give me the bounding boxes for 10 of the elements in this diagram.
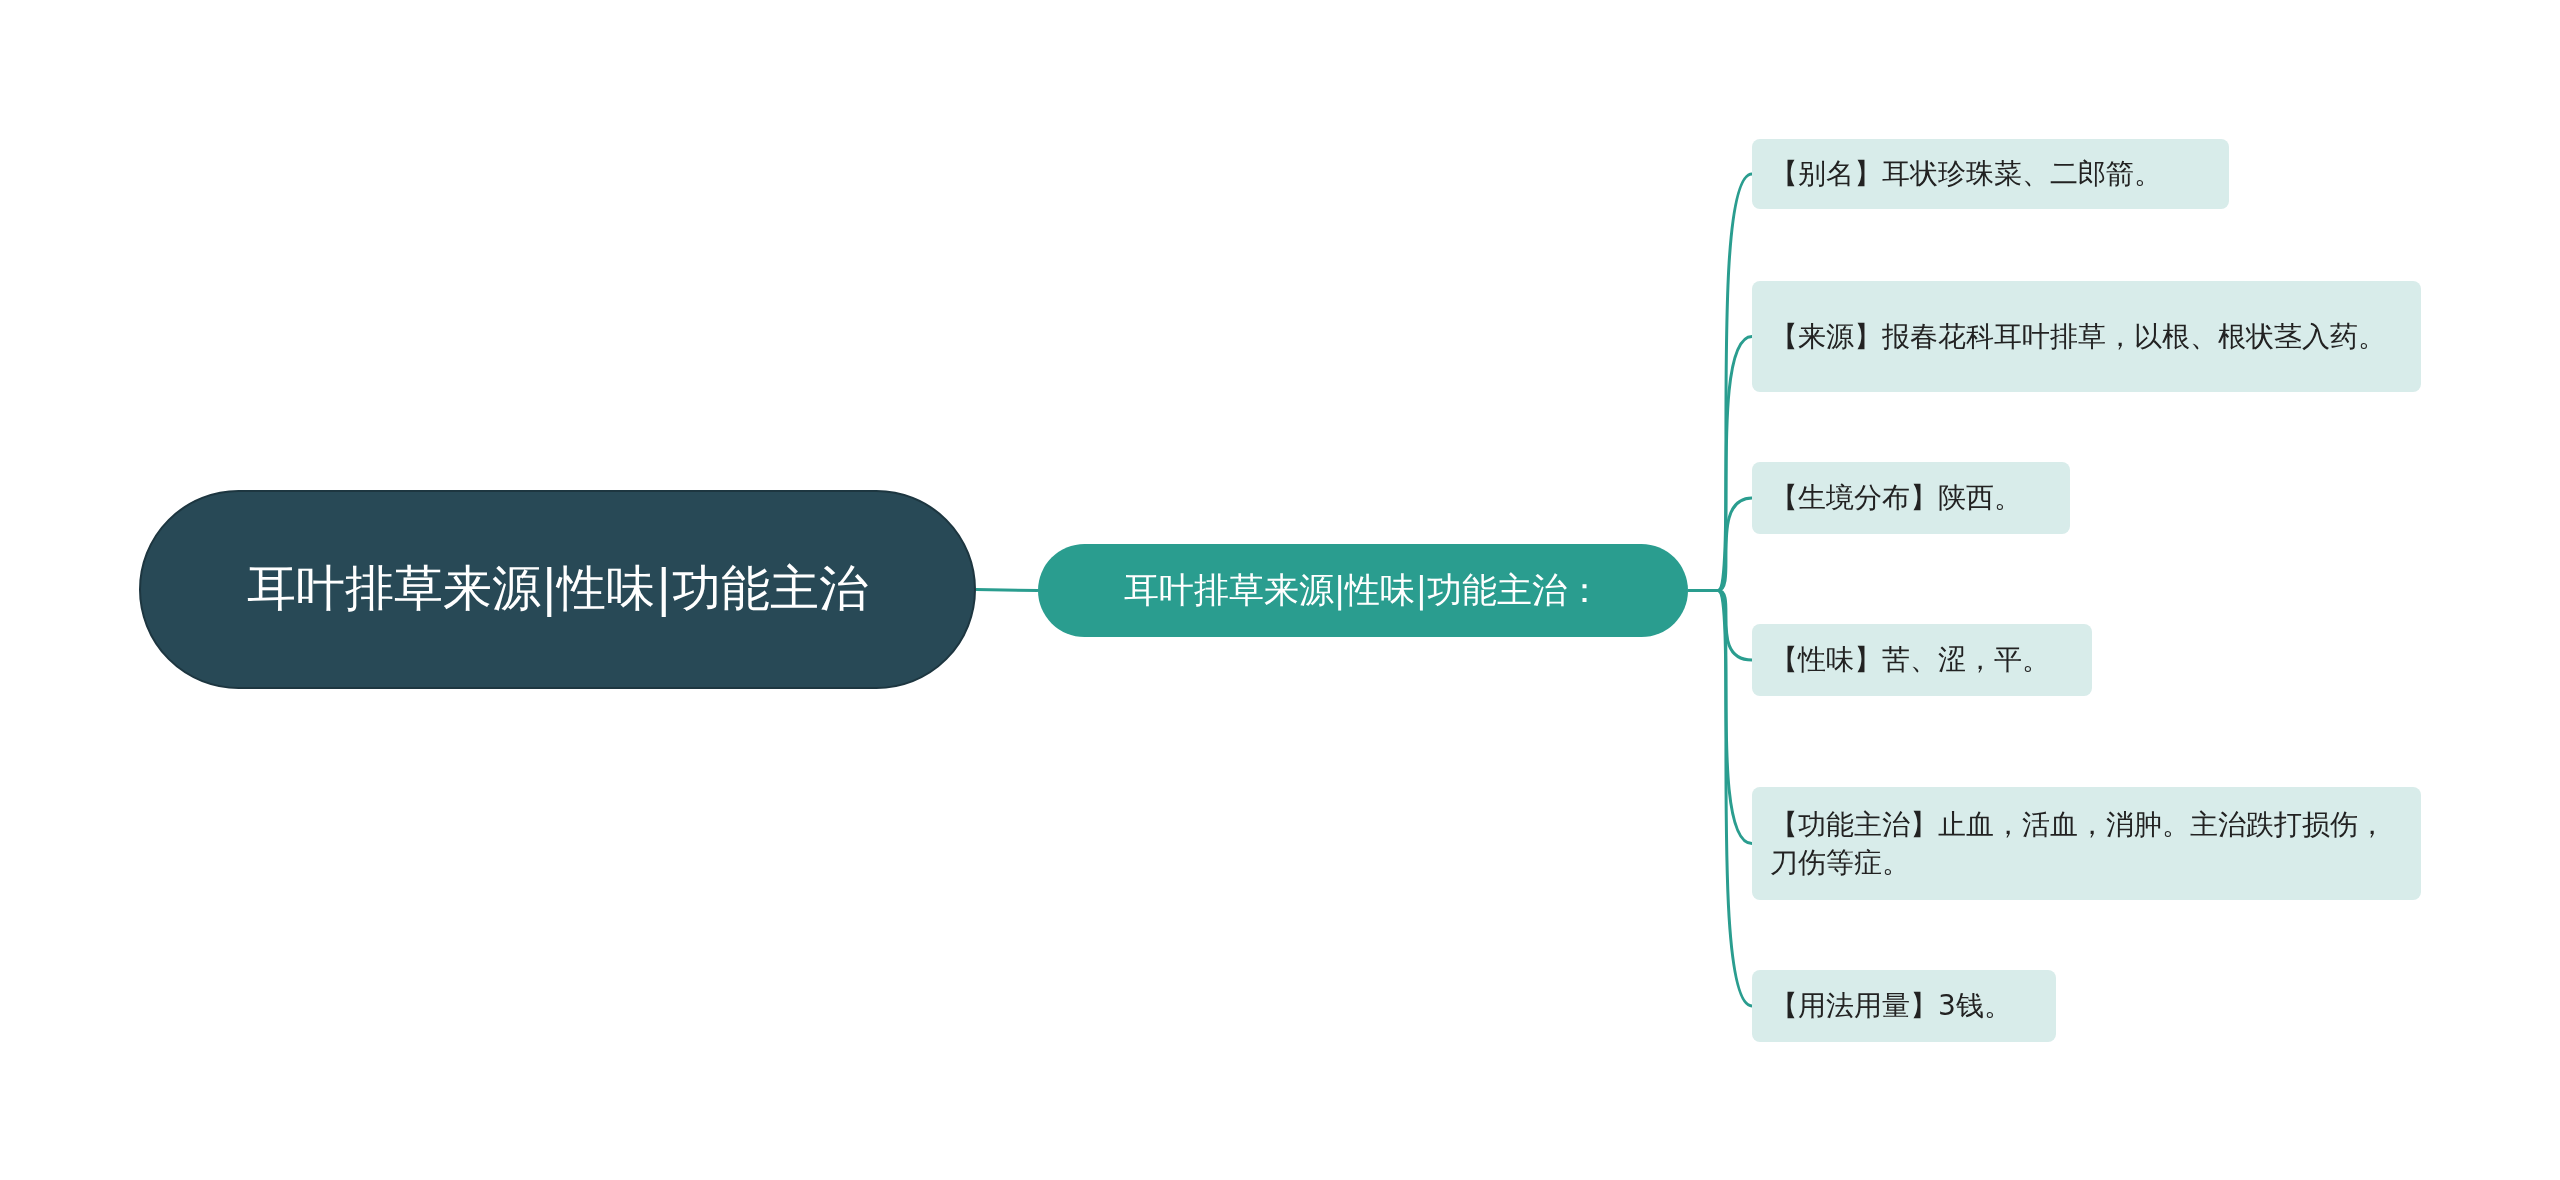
subtopic-box: 耳叶排草来源|性味|功能主治：	[1038, 544, 1688, 637]
central-topic: 耳叶排草来源|性味|功能主治	[139, 490, 976, 689]
connector-line	[1688, 589, 1753, 1008]
detail-box: 【别名】耳状珍珠菜、二郎箭。	[1752, 139, 2229, 209]
detail-box: 【来源】报春花科耳叶排草，以根、根状茎入药。	[1752, 281, 2421, 392]
detail-box: 【用法用量】3钱。	[1752, 970, 2056, 1042]
detail-box: 【生境分布】陕西。	[1752, 462, 2070, 534]
connector-line	[975, 588, 1039, 592]
detail-box: 【功能主治】止血，活血，消肿。主治跌打损伤，刀伤等症。	[1752, 787, 2421, 900]
detail-box: 【性味】苦、涩，平。	[1752, 624, 2092, 696]
